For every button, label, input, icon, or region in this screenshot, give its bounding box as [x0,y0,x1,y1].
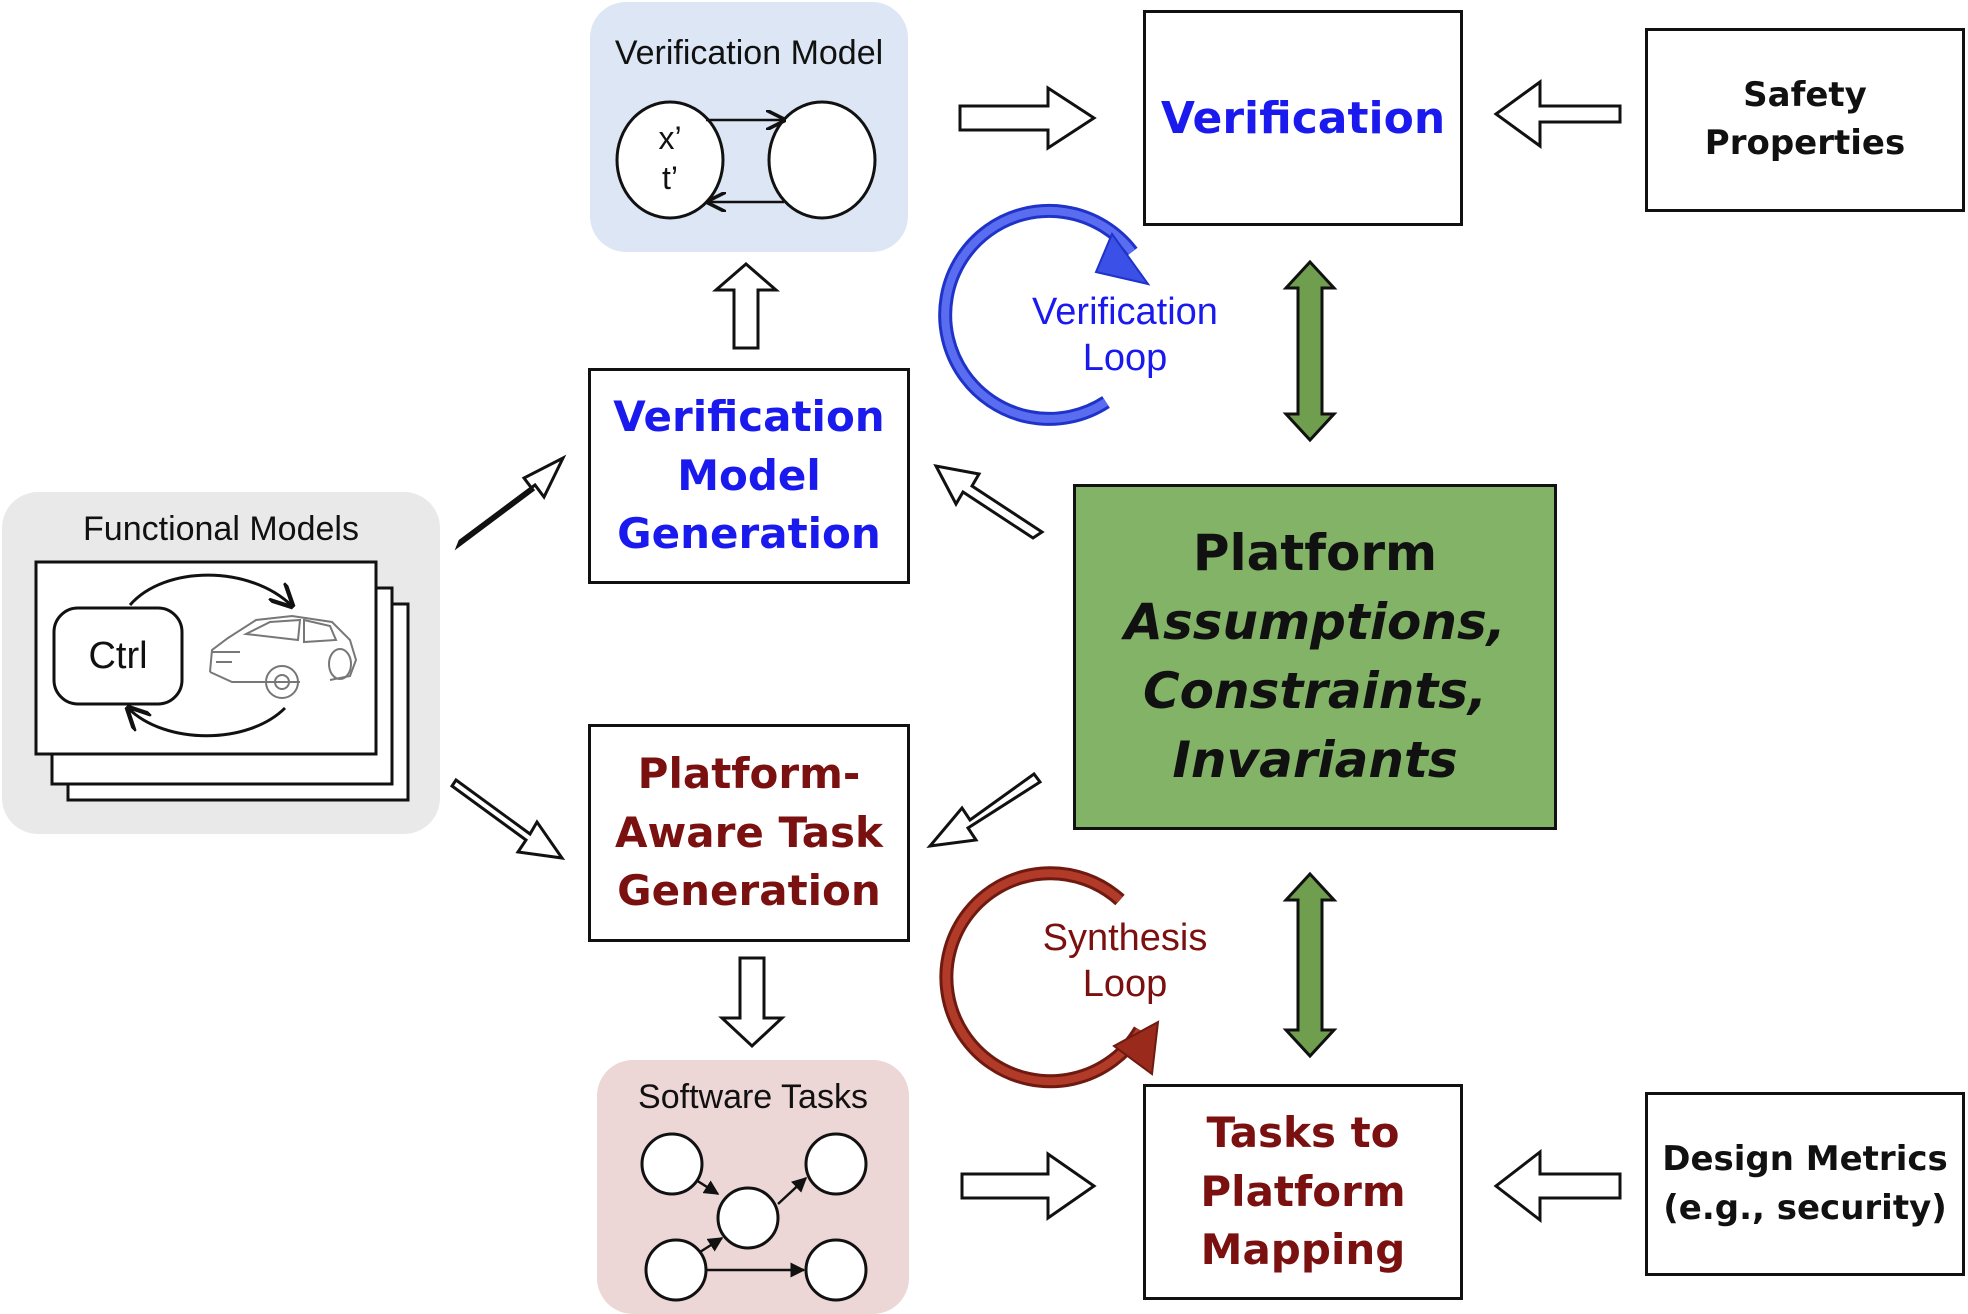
functional-models-title: Functional Models [83,510,359,548]
verification-label: Verification [1160,92,1446,144]
synthesis-loop-head [1112,1020,1160,1076]
arrow-platform-to-patg [926,771,1043,848]
arrow-vmg-to-vmodel [711,262,781,350]
vmodel-state-label: x’ t’ [630,118,710,198]
car-icon [209,614,358,699]
arrow-functional-to-patg [449,777,566,860]
task-node-3 [716,1186,780,1250]
verification-loop-head [1094,231,1151,286]
vmg-line3: Generation [617,509,881,559]
verification-loop-arrow [938,203,1151,426]
design-metrics-box[interactable]: Design Metrics (e.g., security) [1645,1092,1965,1276]
patg-line1: Platform- [637,748,861,798]
task-edge-3-2 [777,1176,808,1205]
synthesis-loop-line2: Loop [1082,962,1168,1005]
task-node-2 [804,1132,868,1196]
verification-model-title: Verification Model [614,34,884,72]
software-tasks-title: Software Tasks [638,1078,868,1116]
vmg-line1: Verification [613,391,885,441]
design-metrics-line1: Design Metrics [1662,1138,1948,1179]
platform-line4: Invariants [1172,731,1458,789]
patg-line2: Aware Task [615,807,883,857]
platform-line1: Platform [1192,524,1438,582]
arrow-functional-to-vmg [454,454,567,551]
verification-loop-line2: Loop [1082,336,1168,379]
state-circle-left [615,100,725,220]
feedback-arrow-bottom [128,708,287,738]
ttpm-line1: Tasks to [1206,1107,1400,1157]
task-edge-4-3 [699,1236,724,1254]
verification-loop-label: Verification Loop [1010,290,1240,381]
verification-model-state-machine [615,100,877,220]
arrow-metrics-to-mapping [1493,1148,1622,1224]
patg-line3: Generation [617,866,881,916]
vmodel-state-t: t’ [662,160,678,196]
verification-model-generation-box[interactable]: Verification Model Generation [588,368,910,584]
platform-box[interactable]: Platform Assumptions, Constraints, Invar… [1073,484,1557,830]
task-node-4 [644,1238,708,1302]
verification-box[interactable]: Verification [1143,10,1463,226]
feedback-arrow-top [128,573,292,606]
ttpm-line2: Platform [1200,1166,1406,1216]
task-node-5 [804,1238,868,1302]
state-circle-right [767,100,877,220]
platform-line2: Assumptions, [1124,593,1506,651]
synthesis-loop-label: Synthesis Loop [1010,916,1240,1007]
task-edge-1-3 [695,1178,720,1196]
software-tasks-graph [640,1132,868,1302]
vmg-line2: Model [677,450,821,500]
arrow-platform-to-vmg [933,463,1045,540]
functional-models-cards [34,560,410,802]
ttpm-line3: Mapping [1200,1225,1406,1275]
arrow-patg-to-software [718,956,786,1049]
arrow-software-to-mapping [960,1151,1097,1221]
arrow-vmodel-to-verification [958,85,1097,151]
safety-properties-line1: Safety [1743,75,1867,116]
vmodel-state-x: x’ [658,120,682,156]
safety-properties-box[interactable]: Safety Properties [1645,28,1965,212]
double-arrow-verification-platform [1282,259,1338,443]
safety-properties-line2: Properties [1704,123,1906,163]
synthesis-loop-line1: Synthesis [1042,917,1208,959]
green-double-arrows [1282,259,1338,1059]
verification-loop-line1: Verification [1032,291,1218,333]
synthesis-loop-arrow [939,866,1160,1089]
ctrl-block [52,606,184,706]
platform-line3: Constraints, [1142,662,1488,720]
design-metrics-line2: (e.g., security) [1663,1188,1947,1228]
tasks-to-platform-mapping-box[interactable]: Tasks to Platform Mapping [1143,1084,1463,1300]
task-node-1 [640,1132,704,1196]
double-arrow-platform-mapping [1282,871,1338,1059]
ctrl-label: Ctrl [88,635,148,677]
flow-arrows [449,79,1622,1224]
arrow-safety-to-verification [1493,79,1622,149]
platform-aware-task-generation-box[interactable]: Platform- Aware Task Generation [588,724,910,942]
